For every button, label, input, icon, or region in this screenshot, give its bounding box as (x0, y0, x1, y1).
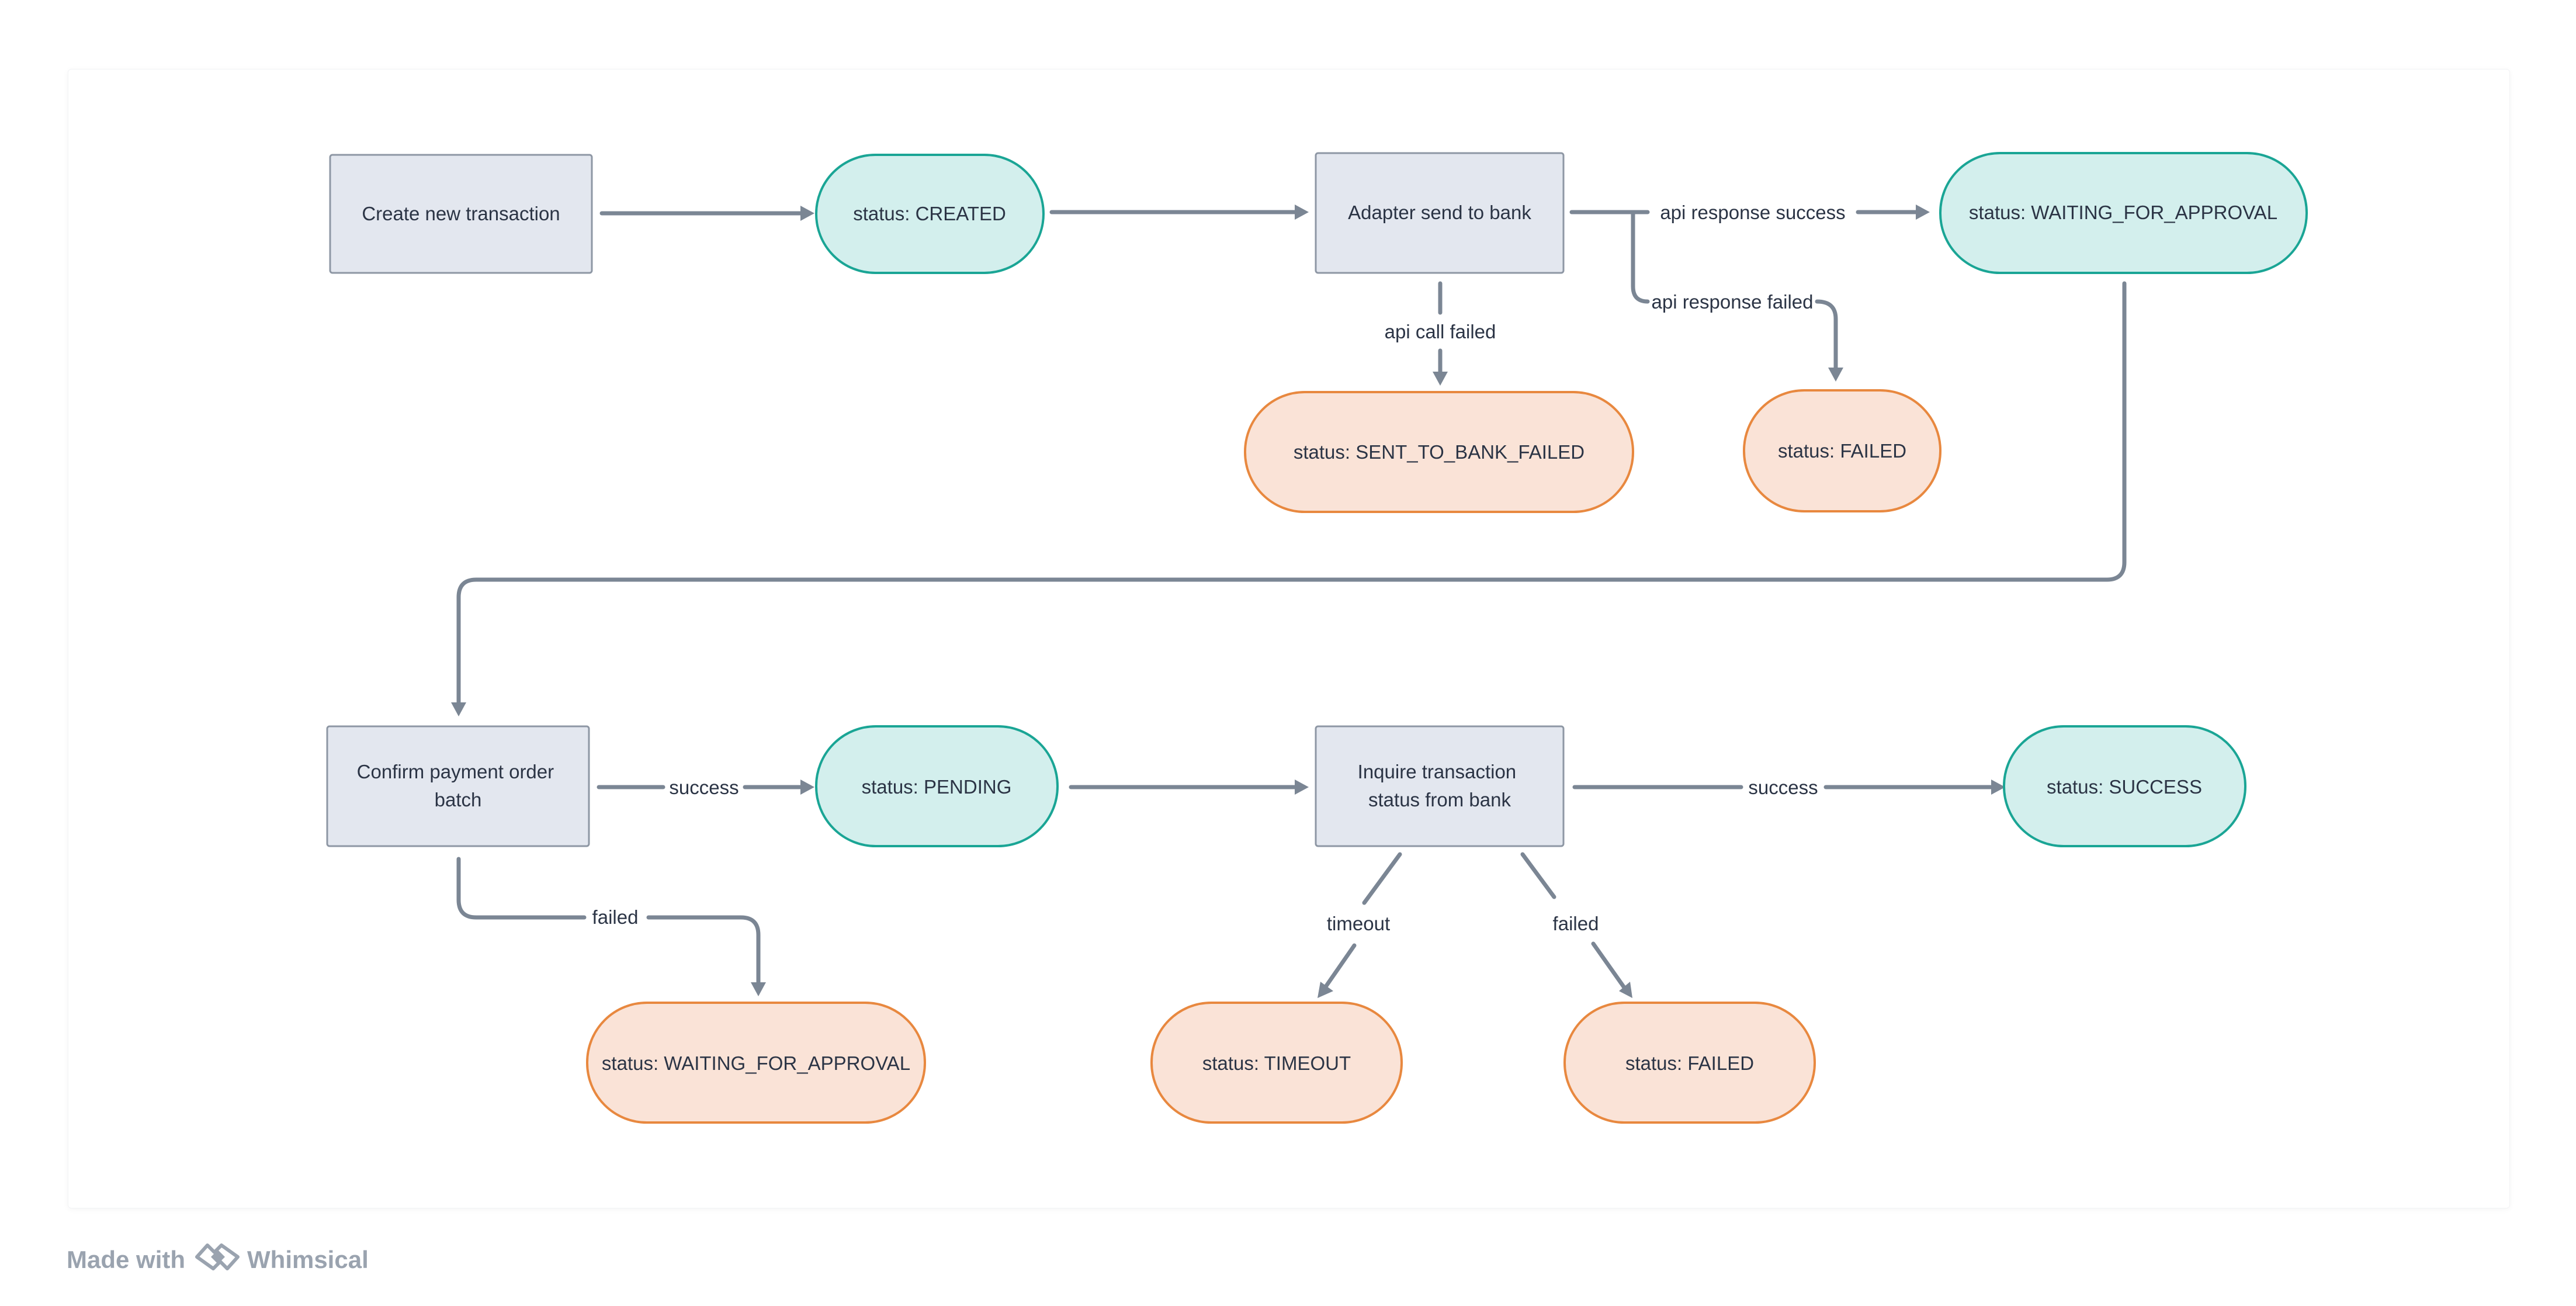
edge-label-timeout: timeout (1327, 913, 1390, 934)
node-status-failed-top-label: status: FAILED (1778, 440, 1906, 462)
node-confirm-line2: batch (435, 789, 482, 810)
edge-created-to-adapter[interactable] (1049, 205, 1309, 220)
connectors (451, 205, 2127, 998)
node-create-transaction-label: Create new transaction (362, 203, 560, 224)
node-status-failed-bottom[interactable]: status: FAILED (1563, 1002, 1816, 1124)
edge-labels: api response success api response failed… (592, 202, 1846, 934)
edge-label-api-response-failed: api response failed (1651, 291, 1813, 313)
node-status-created[interactable]: status: CREATED (815, 154, 1045, 274)
node-status-sent-to-bank-failed[interactable]: status: SENT_TO_BANK_FAILED (1244, 391, 1634, 513)
edge-label-failed-inquire: failed (1553, 913, 1599, 934)
node-status-failed-top[interactable]: status: FAILED (1743, 389, 1941, 512)
node-status-success[interactable]: status: SUCCESS (2003, 725, 2246, 847)
node-confirm-payment-batch[interactable]: Confirm payment order batch (326, 725, 590, 847)
edge-confirm-to-pending[interactable] (597, 780, 814, 795)
edge-label-api-call-failed: api call failed (1385, 321, 1496, 342)
node-confirm-payment-batch-label: Confirm payment order batch (357, 761, 560, 810)
edge-label-success-inquire: success (1748, 777, 1818, 798)
edge-pending-to-inquire[interactable] (1069, 780, 1309, 795)
node-status-waiting-top[interactable]: status: WAITING_FOR_APPROVAL (1939, 152, 2308, 274)
whimsical-logo-icon (193, 1239, 241, 1280)
edge-label-api-response-success: api response success (1660, 202, 1845, 223)
node-status-success-label: status: SUCCESS (2047, 776, 2202, 798)
node-create-transaction[interactable]: Create new transaction (329, 154, 593, 274)
node-status-pending[interactable]: status: PENDING (815, 725, 1059, 847)
node-adapter-send-label: Adapter send to bank (1348, 202, 1531, 223)
edge-label-failed-confirm: failed (592, 906, 639, 928)
node-inquire-line2: status from bank (1368, 789, 1511, 810)
edge-inquire-to-success[interactable] (1572, 780, 2005, 795)
edge-label-success-confirm: success (669, 777, 739, 798)
node-status-created-label: status: CREATED (853, 203, 1006, 224)
node-status-waiting-bottom-label: status: WAITING_FOR_APPROVAL (602, 1052, 910, 1074)
edge-inquire-to-failed-bottom[interactable] (1520, 852, 1632, 998)
made-with-footer[interactable]: Made with Whimsical (67, 1242, 369, 1277)
edge-waiting-to-confirm[interactable] (451, 281, 2127, 716)
edge-adapter-to-sent-failed[interactable] (1433, 281, 1448, 386)
node-inquire-line1: Inquire transaction (1358, 761, 1517, 782)
made-with-label: Made with (67, 1246, 186, 1273)
edge-confirm-to-waiting-bottom[interactable] (456, 857, 766, 996)
node-inquire-status[interactable]: Inquire transaction status from bank (1315, 725, 1565, 847)
whimsical-brand-label: Whimsical (247, 1246, 369, 1273)
edge-inquire-to-timeout[interactable] (1318, 852, 1402, 998)
edge-create-to-created[interactable] (599, 206, 814, 221)
node-status-pending-label: status: PENDING (862, 776, 1012, 798)
node-status-waiting-top-label: status: WAITING_FOR_APPROVAL (1969, 202, 2277, 223)
node-inquire-status-label: Inquire transaction status from bank (1358, 761, 1522, 810)
nodes: Create new transaction status: CREATED A… (326, 152, 2308, 1124)
node-status-timeout-label: status: TIMEOUT (1202, 1052, 1351, 1074)
node-status-sent-to-bank-failed-label: status: SENT_TO_BANK_FAILED (1294, 441, 1585, 463)
node-adapter-send[interactable]: Adapter send to bank (1315, 152, 1565, 274)
edge-adapter-to-failed-top[interactable] (1631, 210, 1843, 382)
node-confirm-line1: Confirm payment order (357, 761, 554, 782)
node-status-failed-bottom-label: status: FAILED (1625, 1052, 1754, 1074)
node-status-timeout[interactable]: status: TIMEOUT (1150, 1002, 1403, 1124)
node-status-waiting-bottom[interactable]: status: WAITING_FOR_APPROVAL (586, 1002, 926, 1124)
